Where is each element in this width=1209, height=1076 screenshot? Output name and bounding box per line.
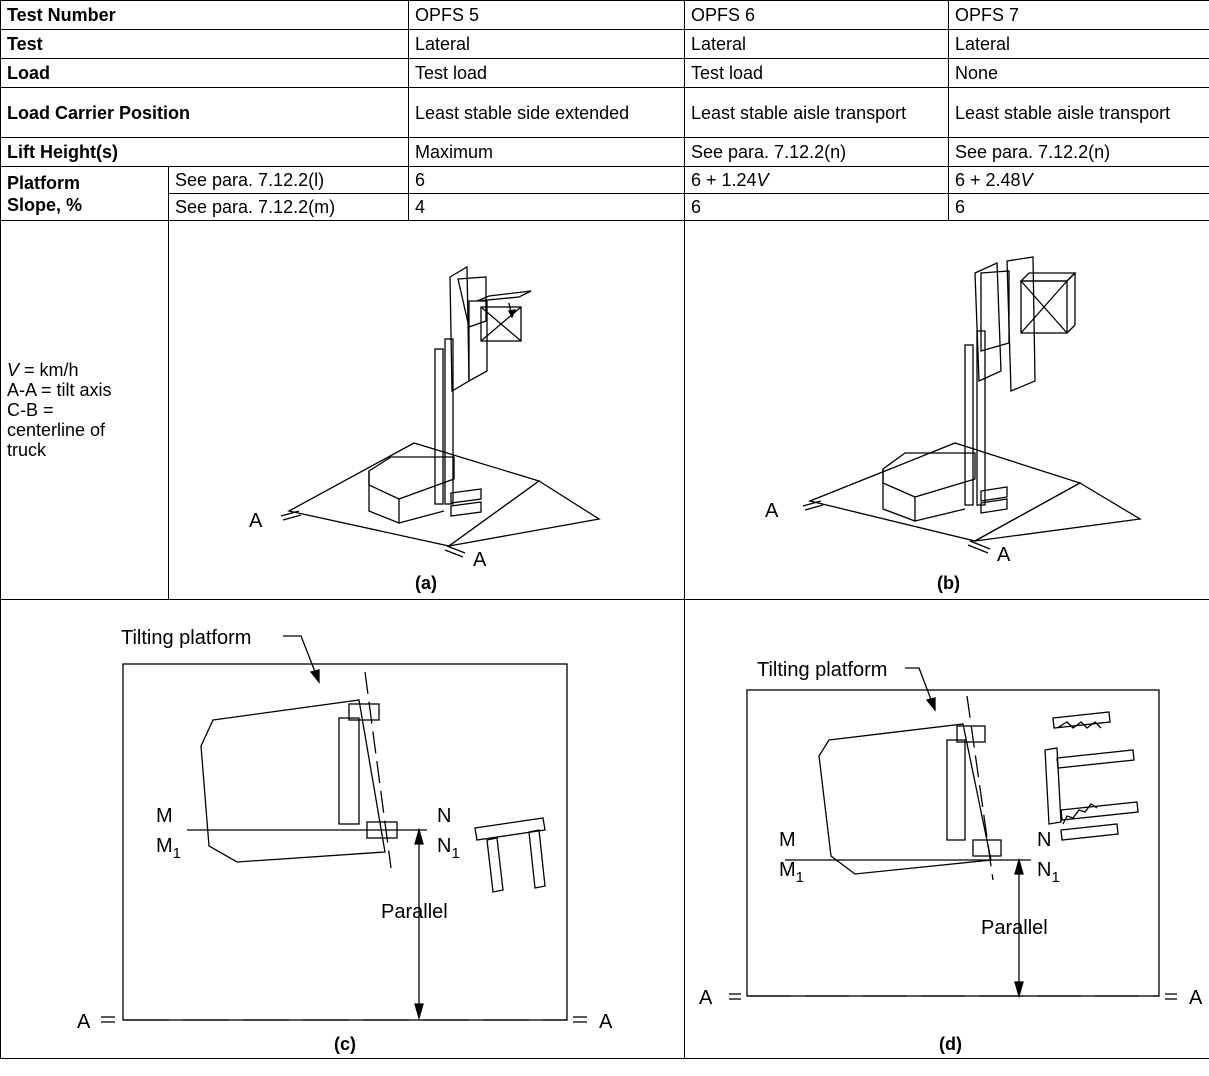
legend-cb: C-B = [7,400,54,420]
cell: 6 [684,193,949,221]
axis-label-left: A [765,500,779,522]
row-label: Load Carrier Position [0,87,409,138]
axis-label-right: A [473,549,487,571]
row-label: Platform Slope, % [0,166,169,221]
cell: 4 [408,193,685,221]
label-m: M [779,829,796,851]
figure-b-cell: A A (b) [684,220,1209,600]
label-n1: N1 [437,835,460,862]
cell: Test load [408,58,685,88]
cell: See para. 7.12.2(n) [948,137,1209,167]
axis-label-left: A [249,510,263,532]
label-n: N [1037,829,1051,851]
figure-caption: (d) [939,1034,962,1054]
axis-label-left: A [699,987,713,1009]
sub-label: See para. 7.12.2(l) [168,166,409,194]
cell: OPFS 6 [684,0,949,30]
platform-label: Tilting platform [757,659,887,681]
label-n: N [437,805,451,827]
legend-v-def: = km/h [19,360,79,380]
parallel-label: Parallel [381,901,448,923]
label-m1: M1 [156,835,181,862]
parallel-label: Parallel [981,917,1048,939]
cell: Least stable aisle transport [948,87,1209,138]
figure-a-truck-drawing: A A (a) [249,265,601,593]
figure-a-cell: A A (a) [168,220,685,600]
cell: Lateral [948,29,1209,59]
figure-b-truck-drawing: A A (b) [765,256,1142,593]
table-row: See para. 7.12.2(m) 4 6 6 [1,193,1209,221]
row-label: Lift Height(s) [0,137,409,167]
velocity-symbol: V [1020,170,1033,190]
cell: 6 [948,193,1209,221]
figure-row: Tilting platform M [0,599,1209,1059]
slope-value: 6 + 2.48 [955,170,1021,190]
cell: 6 + 1.24V [684,166,949,194]
table-row: Test Lateral Lateral Lateral [0,29,1209,59]
cell: None [948,58,1209,88]
table-row: Load Test load Test load None [0,58,1209,88]
cell: 6 [408,166,685,194]
label-m: M [156,805,173,827]
row-label: Test Number [0,0,409,30]
cell: See para. 7.12.2(n) [684,137,949,167]
figure-c-top-view: Tilting platform M [77,627,613,1054]
figure-caption: (b) [937,573,960,593]
legend-cb-def-1: centerline of [7,420,106,440]
cell: Maximum [408,137,685,167]
velocity-symbol: V [756,170,769,190]
cell: 6 + 2.48V [948,166,1209,194]
platform-slope-label: Platform Slope, % [7,172,83,215]
cell: Least stable aisle transport [684,87,949,138]
figure-row: V = km/h A-A = tilt axis C-B = centerlin… [0,220,1209,600]
slope-value: 6 + 1.24 [691,170,757,190]
figure-caption: (a) [415,573,437,593]
legend-v-symbol: V [7,360,20,380]
legend-aa: A-A = tilt axis [7,380,112,400]
cell: Lateral [684,29,949,59]
cell: OPFS 5 [408,0,685,30]
platform-label: Tilting platform [121,627,251,649]
axis-label-left: A [77,1011,91,1033]
table-row: Test Number OPFS 5 OPFS 6 OPFS 7 [0,0,1209,30]
sub-label: See para. 7.12.2(m) [168,193,409,221]
axis-label-right: A [997,544,1011,566]
axis-label-right: A [1189,987,1203,1009]
axis-label-right: A [599,1011,613,1033]
cell: Test load [684,58,949,88]
row-label: Load [0,58,409,88]
cell: OPFS 7 [948,0,1209,30]
row-label: Test [0,29,409,59]
legend: V = km/h A-A = tilt axis C-B = centerlin… [0,220,169,600]
table-row: Load Carrier Position Least stable side … [0,87,1209,138]
label-n1: N1 [1037,859,1060,886]
cell: Least stable side extended [408,87,685,138]
figure-caption: (c) [334,1034,356,1054]
table-row: Platform Slope, % See para. 7.12.2(l) 6 … [0,166,1209,221]
cell: Lateral [408,29,685,59]
figure-d-cell: Tilting platform [684,599,1209,1059]
label-m1: M1 [779,859,804,886]
legend-cb-def-2: truck [7,440,47,460]
figure-d-top-view: Tilting platform [699,659,1203,1054]
table-row: Lift Height(s) Maximum See para. 7.12.2(… [0,137,1209,167]
figure-c-cell: Tilting platform M [0,599,685,1059]
